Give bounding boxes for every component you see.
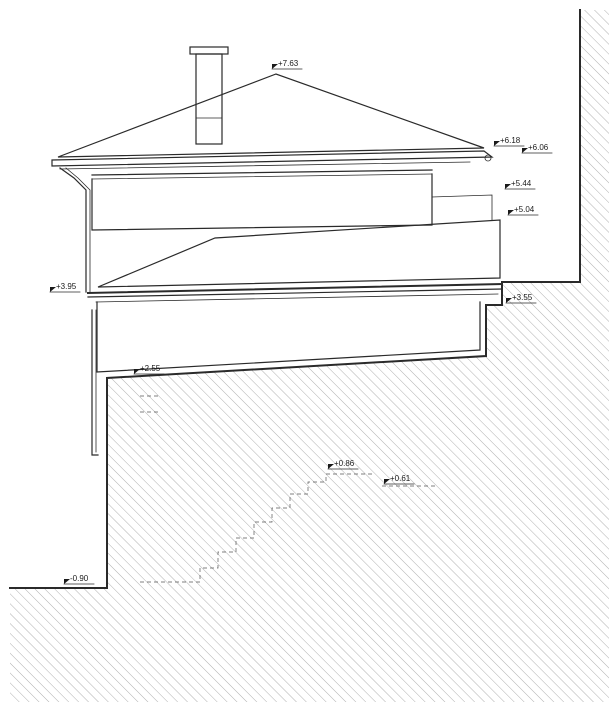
level-marker-wall-top: +5.44 [504, 179, 536, 190]
level-label: +5.44 [511, 179, 532, 188]
upper-eave [51, 150, 494, 180]
level-triangle [328, 464, 334, 469]
level-triangle [50, 287, 56, 292]
level-triangle [272, 64, 278, 69]
level-marker-eave-gutter: +6.06 [521, 143, 553, 154]
ground-profile [9, 9, 581, 589]
level-label: +5.04 [514, 205, 535, 214]
level-marker-lower-eave: +3.95 [49, 282, 81, 293]
downpipe-lower [91, 309, 99, 456]
level-triangle [522, 148, 528, 153]
level-label: -0.90 [70, 574, 89, 583]
ground-hatch [10, 10, 609, 702]
lower-roof [97, 219, 501, 288]
level-marker-ridge: +7.63 [271, 59, 303, 70]
level-marker-eave-upper: +6.18 [493, 136, 525, 147]
level-marker-stair-mid: +0.86 [327, 459, 359, 470]
lower-wall [96, 301, 481, 373]
level-label: +0.86 [334, 459, 355, 468]
level-triangle [64, 579, 70, 584]
level-label: +6.18 [500, 136, 521, 145]
hidden-stair [140, 395, 436, 583]
level-triangle [506, 298, 512, 303]
level-marker-terrace-right: +3.55 [505, 293, 537, 304]
upper-wall-return [431, 194, 493, 221]
level-label: +2.55 [140, 364, 161, 373]
level-label: +7.63 [278, 59, 299, 68]
chimney [189, 46, 229, 145]
lower-eave [86, 282, 504, 303]
upper-wall [91, 173, 433, 231]
level-triangle [494, 141, 500, 146]
level-marker-ground-lower: -0.90 [63, 574, 95, 585]
level-label: +3.95 [56, 282, 77, 291]
level-triangle [508, 210, 514, 215]
level-marker-lower-roof-top: +5.04 [507, 205, 539, 216]
level-triangle [505, 184, 511, 189]
level-marker-ground-upper: +2.55 [133, 364, 165, 375]
level-triangle [134, 369, 140, 374]
level-label: +6.06 [528, 143, 549, 152]
downpipe-upper [59, 167, 91, 293]
upper-roof [57, 73, 485, 158]
level-label: +3.55 [512, 293, 533, 302]
level-label: +0.61 [390, 474, 411, 483]
level-markers: +7.63 +6.18 +6.06 +5.44 +5.04 +3.95 +3.55 +2.55… [49, 59, 553, 585]
level-marker-stair-low: +0.61 [383, 474, 415, 485]
level-triangle [384, 479, 390, 484]
